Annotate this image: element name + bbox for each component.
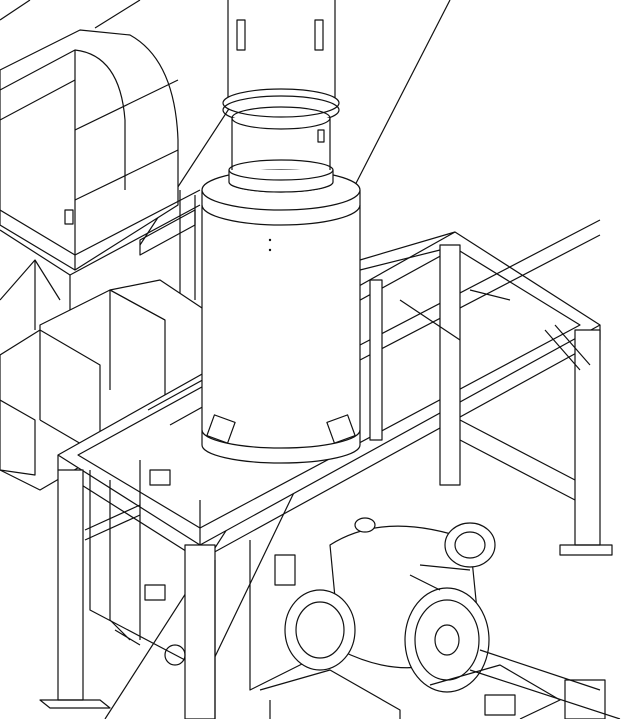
intake-support-frame	[0, 189, 201, 330]
exhaust-stack	[222, 0, 340, 186]
air-intake-housing	[0, 0, 179, 271]
silencer-cylinder	[201, 159, 361, 464]
pump-casing	[259, 517, 621, 719]
enclosure-panels	[89, 460, 331, 719]
